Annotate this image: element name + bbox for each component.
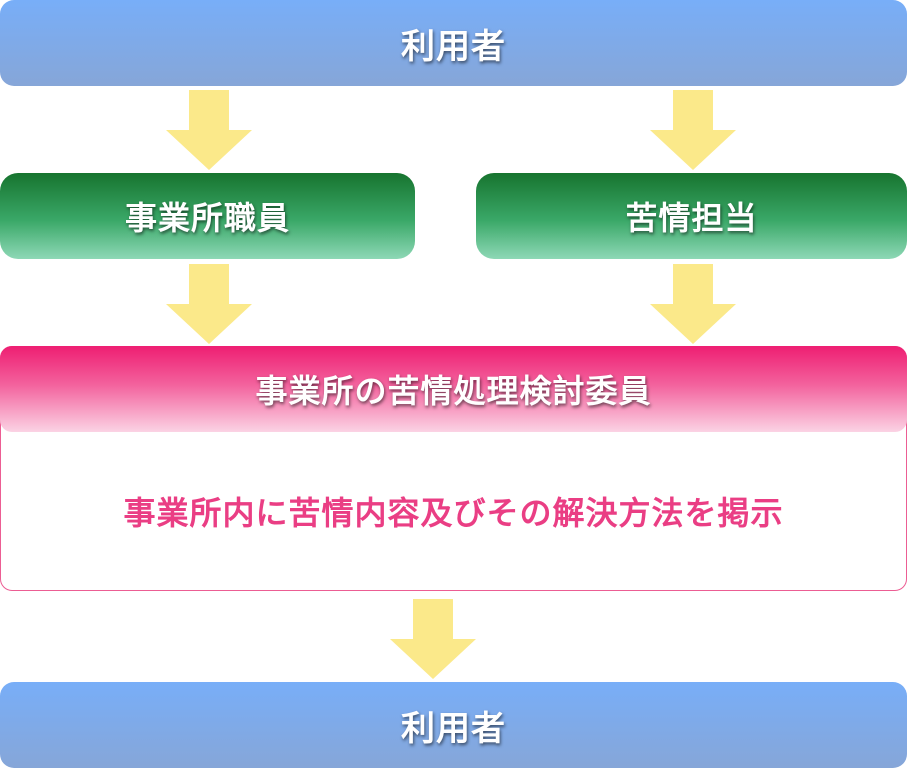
user-top-label: 利用者	[401, 26, 506, 67]
arrow-down-icon	[166, 264, 252, 344]
staff-label: 事業所職員	[124, 199, 290, 237]
arrow-down-icon	[166, 90, 252, 170]
staff-box: 事業所職員	[0, 173, 415, 259]
user-bottom-label: 利用者	[401, 708, 506, 749]
committee-body-text: 事業所内に苦情内容及びその解決方法を掲示	[123, 494, 784, 532]
user-box-top: 利用者	[0, 0, 907, 86]
arrow-down-icon	[650, 264, 736, 344]
committee-title: 事業所の苦情処理検討委員	[255, 372, 652, 410]
complaint-officer-box: 苦情担当	[476, 173, 907, 259]
committee-box: 事業所の苦情処理検討委員 事業所内に苦情内容及びその解決方法を掲示	[0, 346, 907, 591]
committee-header: 事業所の苦情処理検討委員	[0, 346, 907, 432]
committee-body: 事業所内に苦情内容及びその解決方法を掲示	[1, 432, 906, 590]
arrow-down-icon	[390, 599, 476, 679]
user-box-bottom: 利用者	[0, 682, 907, 768]
arrow-down-icon	[650, 90, 736, 170]
complaint-officer-label: 苦情担当	[625, 199, 758, 237]
